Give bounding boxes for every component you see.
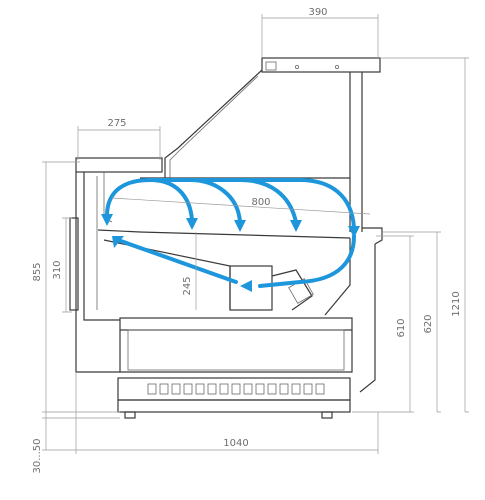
airflow-loop-3 xyxy=(238,178,298,224)
dimension-lines xyxy=(42,14,469,454)
dim-glass-height: 310 xyxy=(52,260,63,279)
rear-post xyxy=(349,72,363,232)
front-top-block xyxy=(75,157,163,173)
drain-pan xyxy=(271,269,313,311)
base-grille xyxy=(117,377,351,401)
top-canopy xyxy=(261,57,381,73)
front-panel xyxy=(75,172,120,373)
dim-overall-height: 855 xyxy=(32,262,43,281)
lower-top-rail xyxy=(119,317,353,331)
dim-base-height-a: 610 xyxy=(396,318,407,337)
dim-foot-adjust: 30...50 xyxy=(32,439,43,474)
front-glass xyxy=(164,69,263,178)
front-glass-edge xyxy=(69,217,79,311)
airflow-bottom xyxy=(116,238,238,284)
dim-top-width: 390 xyxy=(308,7,327,18)
front-foot xyxy=(124,411,136,419)
dim-shelf-depth: 800 xyxy=(251,197,270,208)
dim-base-height-b: 620 xyxy=(423,314,434,333)
grille-slots xyxy=(147,383,325,395)
airflow-return xyxy=(258,234,356,288)
canopy-bracket xyxy=(265,61,277,71)
rear-wall xyxy=(359,244,376,393)
rear-foot xyxy=(321,411,333,419)
dim-front-depth: 275 xyxy=(107,118,126,129)
dim-shelf-height: 245 xyxy=(182,276,193,295)
dim-total-width: 1040 xyxy=(223,438,248,449)
airflow-loop-2 xyxy=(188,178,242,224)
inner-tray xyxy=(97,229,351,239)
airflow-arrows xyxy=(101,177,360,292)
dim-total-height: 1210 xyxy=(451,291,462,316)
cabinet-outline xyxy=(69,57,383,419)
fan-box xyxy=(229,265,273,311)
